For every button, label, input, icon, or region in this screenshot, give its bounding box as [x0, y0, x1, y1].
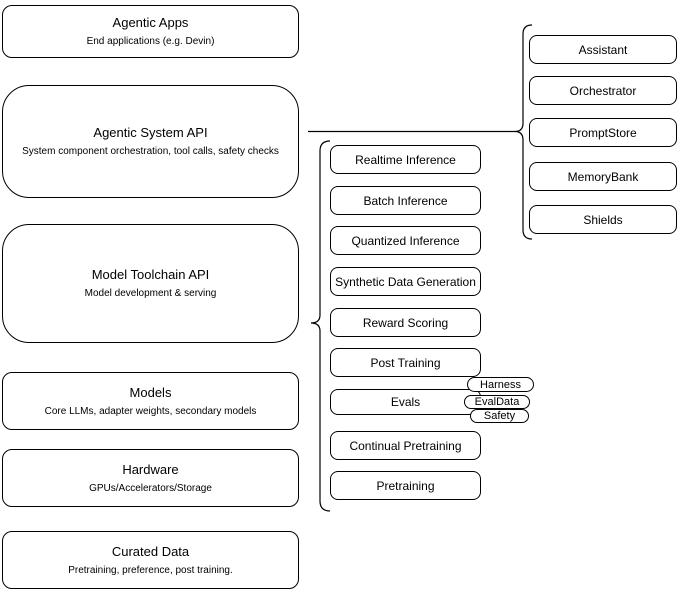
- svc-reward-scoring: Reward Scoring: [330, 308, 481, 337]
- layer-title: Curated Data: [111, 543, 190, 559]
- toolchain-brace: [310, 140, 331, 512]
- comp-shields: Shields: [529, 205, 677, 234]
- svc-realtime-inference: Realtime Inference: [330, 145, 481, 174]
- svc-evals: Evals: [330, 389, 481, 415]
- svc-pretraining: Pretraining: [330, 471, 481, 500]
- layer-title: Hardware: [122, 461, 179, 477]
- svc-post-training: Post Training: [330, 348, 481, 377]
- svc-quantized-inference: Quantized Inference: [330, 226, 481, 255]
- layer-title: Model Toolchain API: [91, 267, 210, 282]
- layer-subtitle: Model development & serving: [84, 288, 217, 299]
- layer-curated-data: Curated Data Pretraining, preference, po…: [2, 531, 299, 589]
- svc-synthetic-data-generation: Synthetic Data Generation: [330, 267, 481, 296]
- svc-continual-pretraining: Continual Pretraining: [330, 431, 481, 460]
- layer-agentic-apps: Agentic Apps End applications (e.g. Devi…: [2, 5, 299, 58]
- layer-title: Agentic Apps: [112, 15, 189, 30]
- layer-subtitle: Pretraining, preference, post training.: [68, 564, 233, 576]
- tag-evaldata: EvalData: [464, 395, 530, 409]
- layer-subtitle: End applications (e.g. Devin): [86, 36, 215, 47]
- tag-harness: Harness: [467, 377, 534, 392]
- layer-subtitle: GPUs/Accelerators/Storage: [89, 482, 212, 494]
- layer-subtitle: System component orchestration, tool cal…: [22, 146, 279, 157]
- tag-safety: Safety: [470, 409, 529, 423]
- layer-subtitle: Core LLMs, adapter weights, secondary mo…: [44, 405, 257, 417]
- comp-orchestrator: Orchestrator: [529, 76, 677, 105]
- layer-models: Models Core LLMs, adapter weights, secon…: [2, 372, 299, 430]
- svc-batch-inference: Batch Inference: [330, 186, 481, 215]
- comp-assistant: Assistant: [529, 35, 677, 64]
- layer-title: Models: [129, 384, 172, 400]
- layer-model-toolchain-api: Model Toolchain API Model development & …: [2, 224, 299, 343]
- layer-hardware: Hardware GPUs/Accelerators/Storage: [2, 449, 299, 507]
- comp-promptstore: PromptStore: [529, 118, 677, 147]
- layer-agentic-system-api: Agentic System API System component orch…: [2, 85, 299, 198]
- layer-title: Agentic System API: [93, 125, 208, 140]
- comp-memorybank: MemoryBank: [529, 162, 677, 191]
